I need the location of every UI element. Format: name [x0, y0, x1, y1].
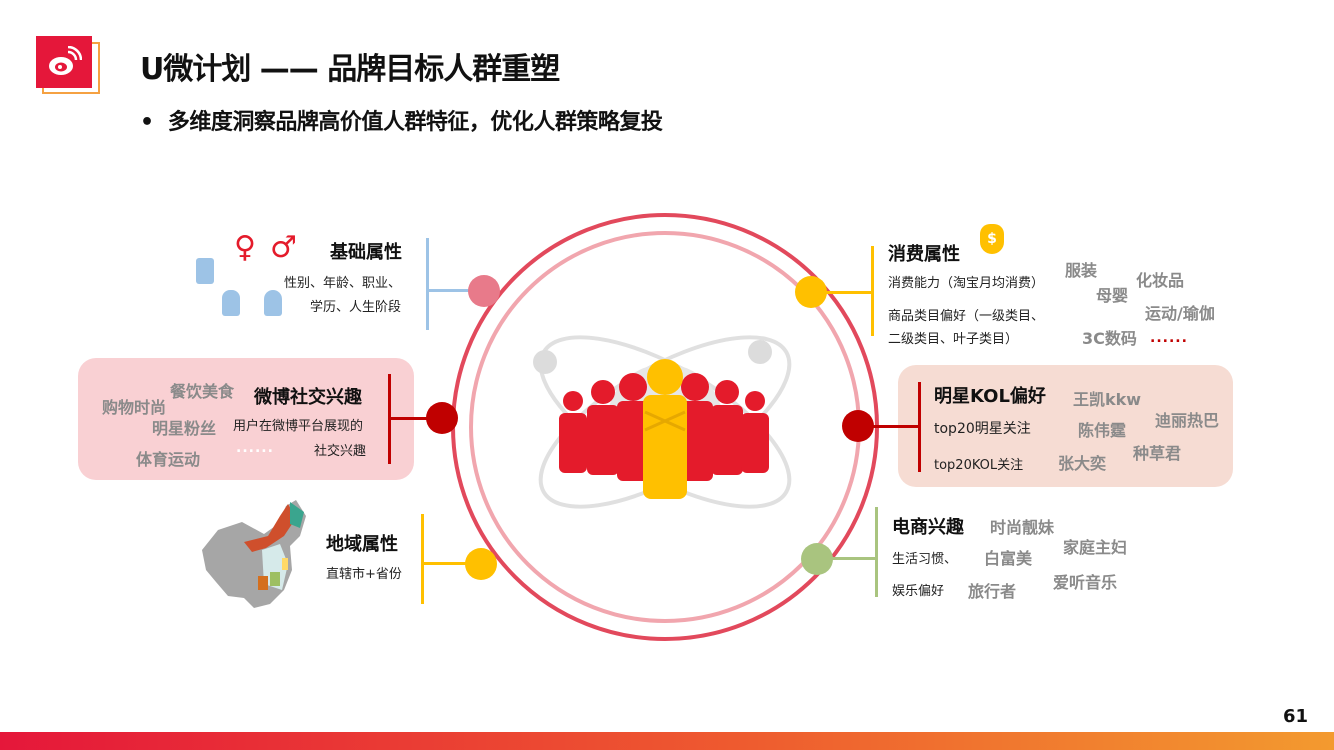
subtitle: • 多维度洞察品牌高价值人群特征，优化人群策略复投	[140, 104, 663, 136]
consumption-tag: 母婴	[1096, 286, 1129, 305]
consumption-node	[795, 276, 827, 308]
kol-desc-1: top20明星关注	[934, 421, 1031, 437]
page-title: U微计划 —— 品牌目标人群重塑	[140, 52, 560, 87]
consumption-desc-3: 二级类目、叶子类目）	[888, 332, 1019, 347]
money-bag-icon: $	[980, 224, 1004, 254]
ecommerce-title: 电商兴趣	[892, 517, 964, 538]
basic-connector	[426, 289, 482, 292]
police-icon	[196, 258, 214, 284]
region-bracket	[421, 514, 424, 604]
footer-bar	[0, 732, 1334, 750]
consumption-connector	[822, 291, 872, 294]
ecommerce-desc-2: 娱乐偏好	[892, 584, 945, 599]
social-connector	[388, 417, 432, 420]
basic-attributes: ♀ ♂ 基础属性 性别、年龄、职业、 学历、人生阶段	[190, 230, 490, 330]
social-more: ......	[236, 440, 274, 456]
social-title: 微博社交兴趣	[254, 387, 362, 408]
consumption-tag: 化妆品	[1136, 271, 1185, 290]
social-interest-box	[78, 358, 414, 480]
ecommerce-tag: 旅行者	[968, 582, 1017, 601]
kol-desc-2: top20KOL关注	[934, 458, 1024, 473]
people-group-icon	[559, 359, 769, 499]
ecommerce-tag: 白富美	[984, 549, 1033, 568]
ecommerce-tag: 爱听音乐	[1053, 573, 1118, 592]
social-tag: 体育运动	[136, 450, 201, 469]
ecommerce-tag: 时尚靓妹	[990, 518, 1055, 537]
subtitle-text: 多维度洞察品牌高价值人群特征，优化人群策略复投	[167, 110, 663, 135]
kol-bracket	[918, 382, 921, 472]
worker-icon	[264, 290, 282, 316]
kol-tag: 张大奕	[1058, 454, 1107, 473]
region-connector	[421, 562, 471, 565]
page-number: 61	[1283, 706, 1309, 727]
basic-bracket	[426, 238, 429, 330]
social-desc-1: 用户在微博平台展现的	[233, 419, 364, 434]
kol-box	[898, 365, 1233, 487]
consumption-desc-1: 消费能力（淘宝月均消费）	[888, 276, 1045, 291]
social-desc-2: 社交兴趣	[314, 444, 367, 459]
ecommerce-node	[801, 543, 833, 575]
consumption-tag: 3C数码	[1082, 329, 1137, 348]
kol-node	[842, 410, 874, 442]
female-icon: ♀	[234, 230, 256, 265]
male-icon: ♂	[270, 230, 297, 265]
center-diagram	[451, 213, 879, 641]
bullet: •	[140, 110, 154, 135]
consumption-tag: 运动/瑜伽	[1145, 304, 1215, 323]
region-title: 地域属性	[326, 534, 398, 555]
social-tag: 购物时尚	[102, 398, 167, 417]
consumption-title: 消费属性	[888, 244, 960, 265]
ecommerce-bracket	[875, 507, 878, 597]
basic-node	[468, 275, 500, 307]
region-desc: 直辖市+省份	[326, 567, 402, 582]
region-node	[465, 548, 497, 580]
consumption-bracket	[871, 246, 874, 336]
basic-desc-2: 学历、人生阶段	[310, 300, 402, 315]
social-tag: 明星粉丝	[152, 419, 217, 438]
nurse-icon	[222, 290, 240, 316]
social-tag: 餐饮美食	[170, 382, 235, 401]
weibo-icon	[49, 46, 82, 75]
basic-title: 基础属性	[330, 242, 402, 263]
ecommerce-tag: 家庭主妇	[1063, 538, 1128, 557]
basic-desc-1: 性别、年龄、职业、	[284, 276, 402, 291]
kol-connector	[870, 425, 920, 428]
ecommerce-connector	[828, 557, 876, 560]
china-map-icon	[202, 500, 306, 608]
ecommerce-desc-1: 生活习惯、	[892, 552, 958, 567]
consumption-desc-2: 商品类目偏好（一级类目、	[888, 309, 1045, 324]
consumption-tag: 服装	[1065, 261, 1098, 280]
kol-tag: 种草君	[1133, 444, 1182, 463]
consumption-more: ......	[1150, 330, 1188, 346]
kol-title: 明星KOL偏好	[934, 386, 1046, 407]
kol-tag: 迪丽热巴	[1155, 411, 1220, 430]
kol-tag: 王凯kkw	[1073, 390, 1142, 409]
social-node	[426, 402, 458, 434]
kol-tag: 陈伟霆	[1078, 421, 1127, 440]
weibo-logo	[36, 36, 100, 94]
